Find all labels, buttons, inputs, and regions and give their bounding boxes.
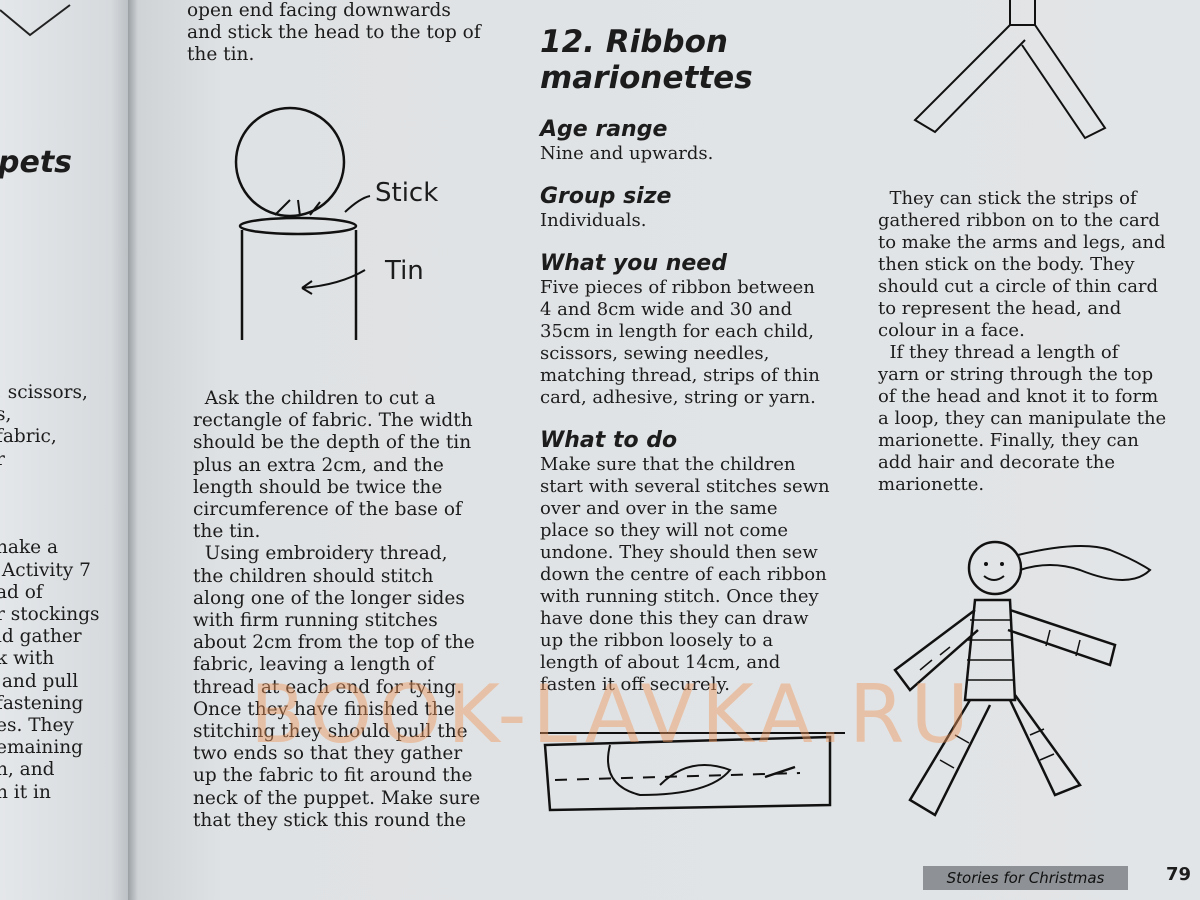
book-spine bbox=[128, 0, 138, 900]
col1-body-text: Ask the children to cut a rectangle of f… bbox=[193, 388, 481, 831]
section-heading: Age range bbox=[540, 117, 668, 142]
left-page-line: ld gather bbox=[0, 626, 82, 648]
watermark: BOOK-LAVKA.RU bbox=[250, 668, 976, 761]
ribbon-stitch-illustration bbox=[540, 732, 845, 812]
left-page-line: nake a bbox=[0, 537, 59, 559]
stick-label: Stick bbox=[375, 178, 439, 208]
left-page: pets , scissors,s,fabric,r nake a Activi… bbox=[0, 0, 130, 900]
left-page-line: r stockings bbox=[0, 604, 100, 626]
left-page-line: emaining bbox=[0, 737, 84, 759]
right-page bbox=[138, 0, 1200, 900]
left-page-line: fabric, bbox=[0, 426, 57, 448]
ribbon-marionette-illustration bbox=[893, 540, 1152, 817]
puppet-tin-illustration bbox=[234, 106, 371, 340]
left-page-line: s, bbox=[0, 404, 12, 426]
left-page-line: es. They bbox=[0, 715, 74, 737]
left-page-line: n it in bbox=[0, 781, 51, 803]
footer-section-title: Stories for Christmas bbox=[923, 866, 1128, 890]
left-page-line: fastening bbox=[0, 692, 84, 714]
section-heading: What to do bbox=[540, 428, 678, 453]
marionette-legs-illustration bbox=[913, 0, 1107, 140]
left-page-line: Activity 7 bbox=[0, 559, 91, 581]
left-page-line: and pull bbox=[0, 670, 79, 692]
left-page-line: k with bbox=[0, 648, 55, 670]
page-number: 79 bbox=[1166, 864, 1192, 885]
left-page-line bbox=[0, 471, 100, 493]
left-drawing-fragment bbox=[0, 4, 71, 37]
section-heading: Group size bbox=[540, 184, 672, 209]
tin-label: Tin bbox=[385, 256, 424, 286]
left-page-line bbox=[0, 493, 100, 515]
col1-top-text: open end facing downwards and stick the … bbox=[187, 0, 481, 66]
left-heading-fragment: pets bbox=[0, 145, 73, 180]
left-page-line: n, and bbox=[0, 759, 55, 781]
section-text: Individuals. bbox=[540, 210, 647, 231]
activity-title: 12. Ribbon marionettes bbox=[540, 24, 753, 96]
section-text: Nine and upwards. bbox=[540, 143, 714, 164]
section-heading: What you need bbox=[540, 251, 727, 276]
col3-text: They can stick the strips of gathered ri… bbox=[878, 188, 1167, 495]
left-page-line: r bbox=[0, 448, 5, 470]
left-page-line: ad of bbox=[0, 581, 43, 603]
section-text: Make sure that the children start with s… bbox=[540, 454, 830, 695]
left-page-line bbox=[0, 515, 100, 537]
section-text: Five pieces of ribbon between 4 and 8cm … bbox=[540, 277, 820, 408]
left-page-line: , scissors, bbox=[0, 382, 88, 403]
